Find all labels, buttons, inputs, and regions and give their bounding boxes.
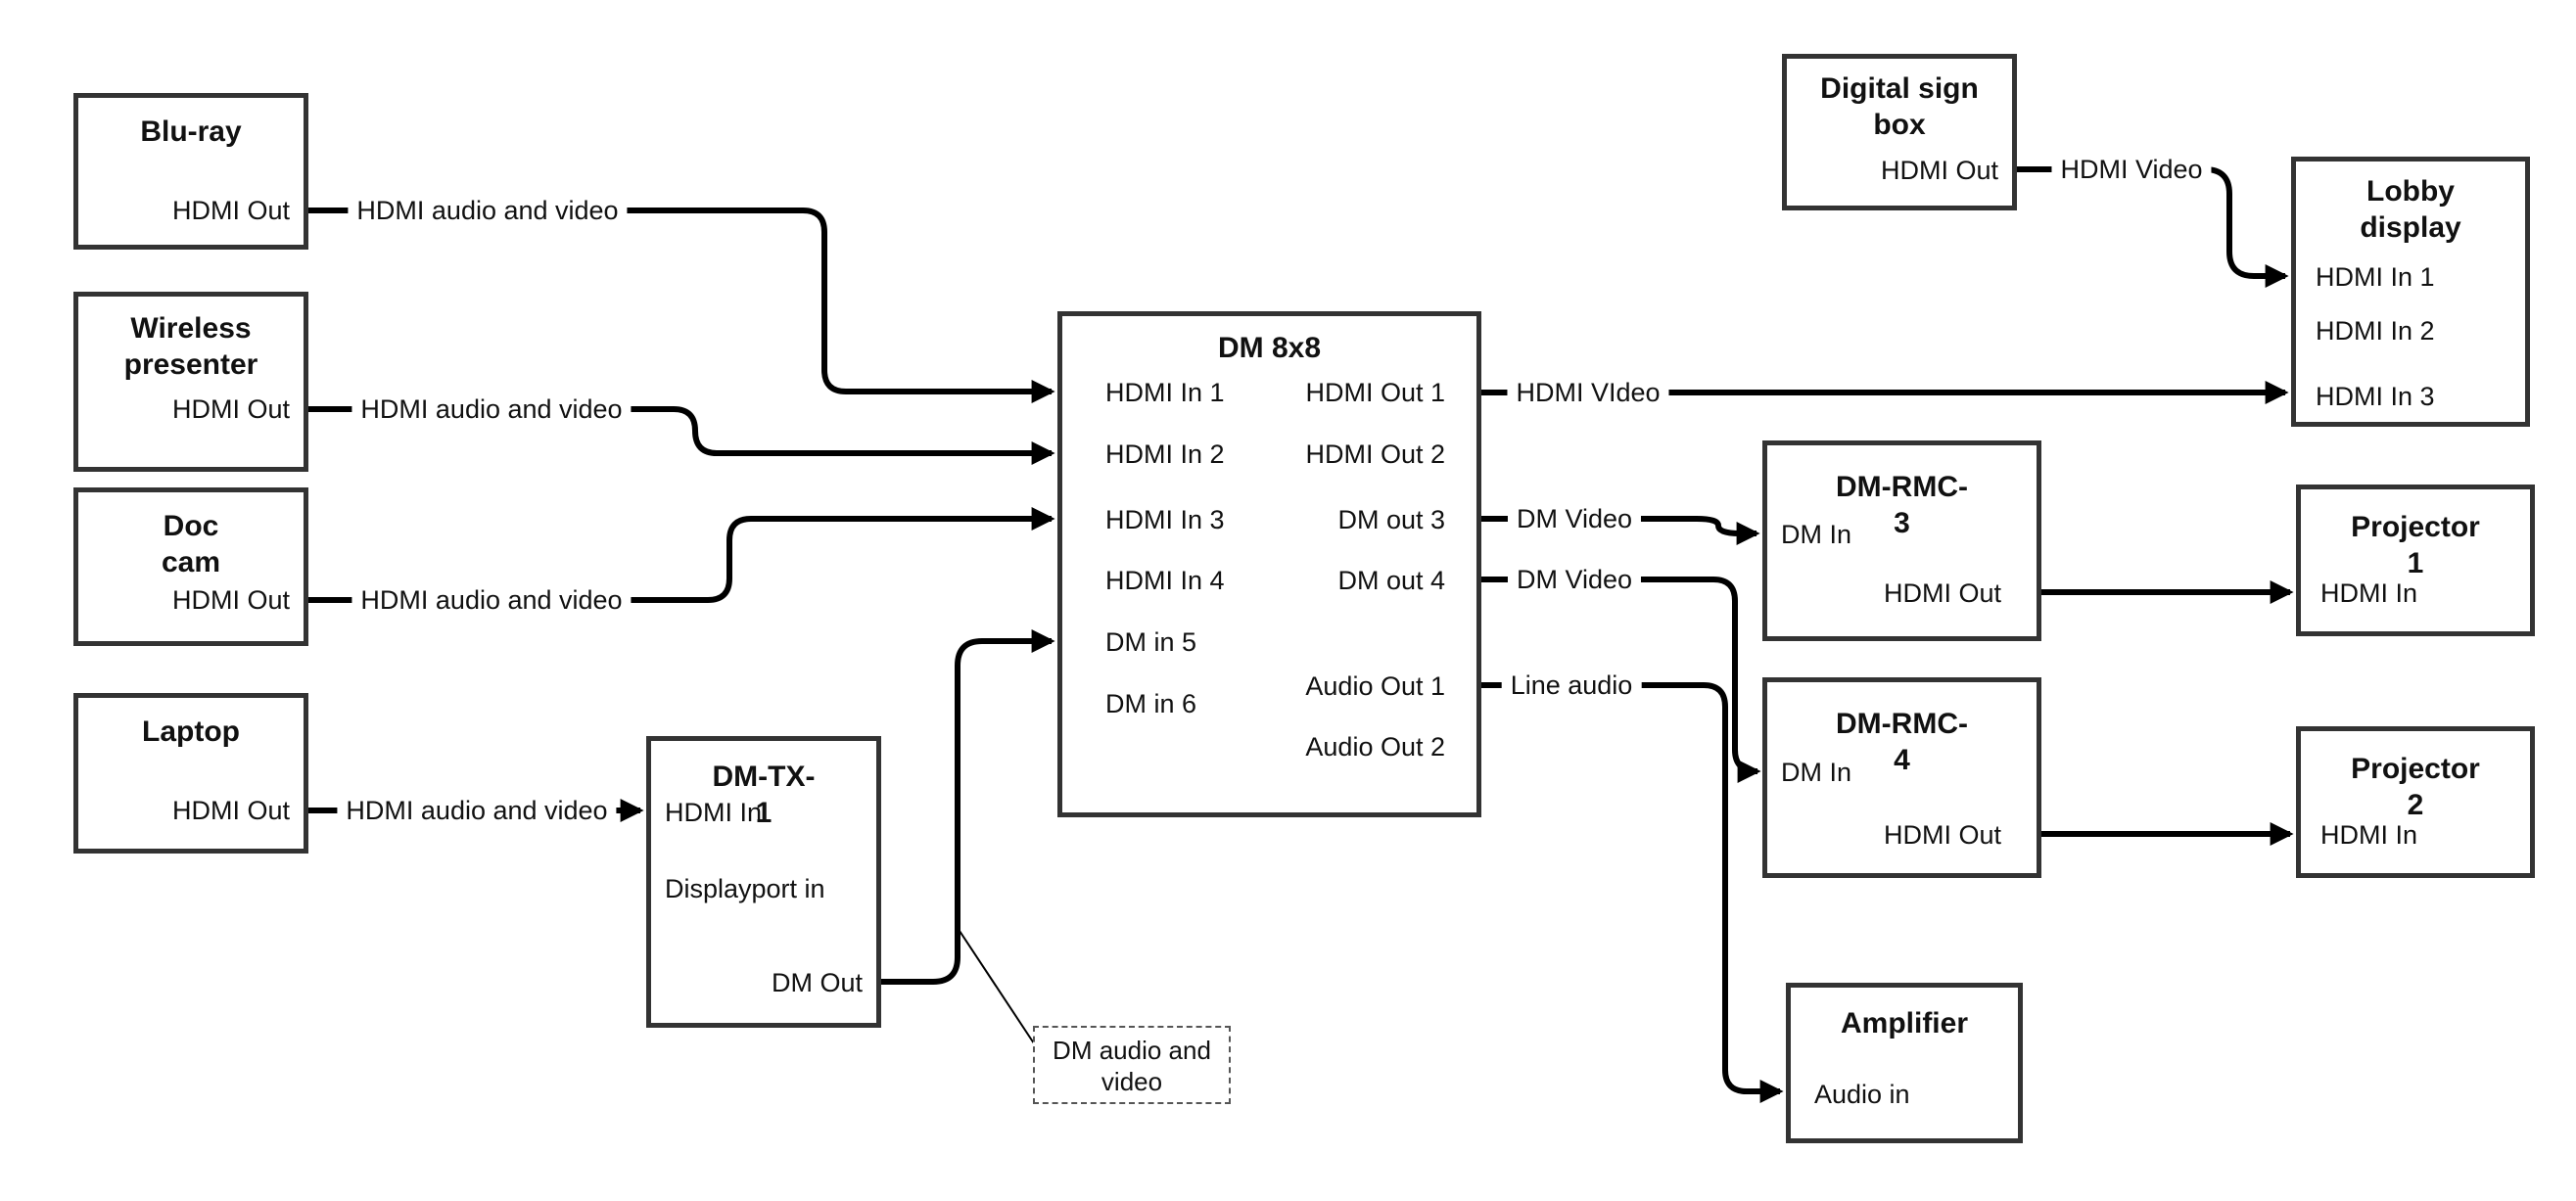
connector-wireless-to-dm8x8-in2 <box>308 406 1055 465</box>
port-dmtx1-hdmi-in: HDMI In <box>665 798 763 827</box>
edge-label-wireless: HDMI audio and video <box>351 393 632 425</box>
node-title: Laptop <box>142 716 240 748</box>
port-dmtx1-dm-out: DM Out <box>771 968 863 997</box>
node-title: Lobby display <box>2360 175 2461 244</box>
port-proj1-hdmi-in: HDMI In <box>2320 578 2418 608</box>
port-dmtx1-displayport-in: Displayport in <box>665 874 825 903</box>
node-wireless-presenter: Wireless presenter HDMI Out <box>73 292 308 472</box>
edge-label-dm-out-3: DM Video <box>1507 503 1642 534</box>
connector-bluray-to-dm8x8-in1 <box>308 208 1055 403</box>
edge-label-dm-out-4: DM Video <box>1507 564 1642 595</box>
port-dm8x8-hdmi-out-1: HDMI Out 1 <box>1305 378 1445 407</box>
port-dmrmc4-hdmi-out: HDMI Out <box>1883 820 2001 850</box>
connector-dm8x8-out3-to-dmrmc3 <box>1481 516 1760 545</box>
port-dm8x8-dm-out-4: DM out 4 <box>1337 566 1445 595</box>
port-lobby-hdmi-in-1: HDMI In 1 <box>2316 262 2435 292</box>
note-leader-line <box>957 927 1035 1044</box>
port-dm8x8-hdmi-out-2: HDMI Out 2 <box>1305 439 1445 469</box>
node-laptop: Laptop HDMI Out <box>73 693 308 854</box>
node-dm-rmc-4: DM-RMC-4 DM In HDMI Out <box>1762 677 2041 878</box>
edge-label-digisign: HDMI Video <box>2051 154 2212 185</box>
port-doccam-hdmi-out: HDMI Out <box>171 585 290 615</box>
node-projector-1: Projector 1 HDMI In <box>2296 485 2535 636</box>
port-digisign-hdmi-out: HDMI Out <box>1880 156 1998 185</box>
node-dm-rmc-3: DM-RMC-3 DM In HDMI Out <box>1762 440 2041 641</box>
node-title: Wireless presenter <box>123 312 258 381</box>
note-dm-audio-and-video: DM audio and video <box>1033 1026 1231 1104</box>
node-dm-tx-1: DM-TX-1 HDMI In Displayport in DM Out <box>646 736 881 1028</box>
node-title: Projector 1 <box>2351 511 2480 579</box>
port-lobby-hdmi-in-2: HDMI In 2 <box>2316 316 2435 346</box>
node-title: Blu-ray <box>140 115 242 148</box>
node-bluray: Blu-ray HDMI Out <box>73 93 308 250</box>
edge-label-doccam: HDMI audio and video <box>351 584 632 616</box>
port-dm8x8-hdmi-in-3: HDMI In 3 <box>1105 505 1225 534</box>
port-dmrmc4-dm-in: DM In <box>1781 758 1852 787</box>
node-title: DM-RMC-4 <box>1836 708 1968 776</box>
port-wireless-hdmi-out: HDMI Out <box>171 394 290 424</box>
port-laptop-hdmi-out: HDMI Out <box>171 796 290 825</box>
port-dm8x8-audio-out-1: Audio Out 1 <box>1305 671 1445 701</box>
connector-dm8x8-aout1-to-amp <box>1481 682 1784 1103</box>
port-dmrmc3-dm-in: DM In <box>1781 520 1852 549</box>
node-title: Amplifier <box>1840 1007 1969 1039</box>
port-dm8x8-dm-in-6: DM in 6 <box>1105 689 1197 718</box>
connector-doccam-to-dm8x8-in3 <box>308 507 1055 603</box>
node-title: Projector 2 <box>2351 753 2480 821</box>
node-title: Doc cam <box>161 510 221 578</box>
connector-dm8x8-out4-to-dmrmc4 <box>1481 577 1761 783</box>
connector-dmtx1-to-dm8x8-in5 <box>881 629 1055 985</box>
node-title: DM-RMC-3 <box>1836 471 1968 539</box>
node-doc-cam: Doc cam HDMI Out <box>73 487 308 646</box>
port-dm8x8-hdmi-in-1: HDMI In 1 <box>1105 378 1225 407</box>
node-dm-8x8: DM 8x8 HDMI In 1 HDMI In 2 HDMI In 3 HDM… <box>1057 311 1481 817</box>
connector-digisign-to-lobby-in1 <box>2017 166 2289 288</box>
port-lobby-hdmi-in-3: HDMI In 3 <box>2316 382 2435 411</box>
node-amplifier: Amplifier Audio in <box>1786 983 2023 1143</box>
port-dm8x8-hdmi-in-2: HDMI In 2 <box>1105 439 1225 469</box>
port-dmrmc3-hdmi-out: HDMI Out <box>1883 578 2001 608</box>
node-title: Digital sign box <box>1820 72 1979 141</box>
port-dm8x8-hdmi-in-4: HDMI In 4 <box>1105 566 1225 595</box>
port-proj2-hdmi-in: HDMI In <box>2320 820 2418 850</box>
node-digital-sign-box: Digital sign box HDMI Out <box>1782 54 2017 210</box>
node-title: DM 8x8 <box>1217 332 1322 364</box>
node-title: DM-TX-1 <box>712 761 816 829</box>
port-bluray-hdmi-out: HDMI Out <box>171 196 290 225</box>
edge-label-audio-out-1: Line audio <box>1501 670 1642 701</box>
edge-label-hdmi-out-1: HDMI VIdeo <box>1507 377 1669 408</box>
node-projector-2: Projector 2 HDMI In <box>2296 726 2535 878</box>
edge-label-laptop: HDMI audio and video <box>337 795 617 826</box>
edge-label-bluray: HDMI audio and video <box>348 195 628 226</box>
port-amp-audio-in: Audio in <box>1814 1080 1910 1109</box>
port-dm8x8-dm-out-3: DM out 3 <box>1337 505 1445 534</box>
node-lobby-display: Lobby display HDMI In 1 HDMI In 2 HDMI I… <box>2291 157 2530 427</box>
port-dm8x8-dm-in-5: DM in 5 <box>1105 627 1197 657</box>
port-dm8x8-audio-out-2: Audio Out 2 <box>1305 732 1445 762</box>
